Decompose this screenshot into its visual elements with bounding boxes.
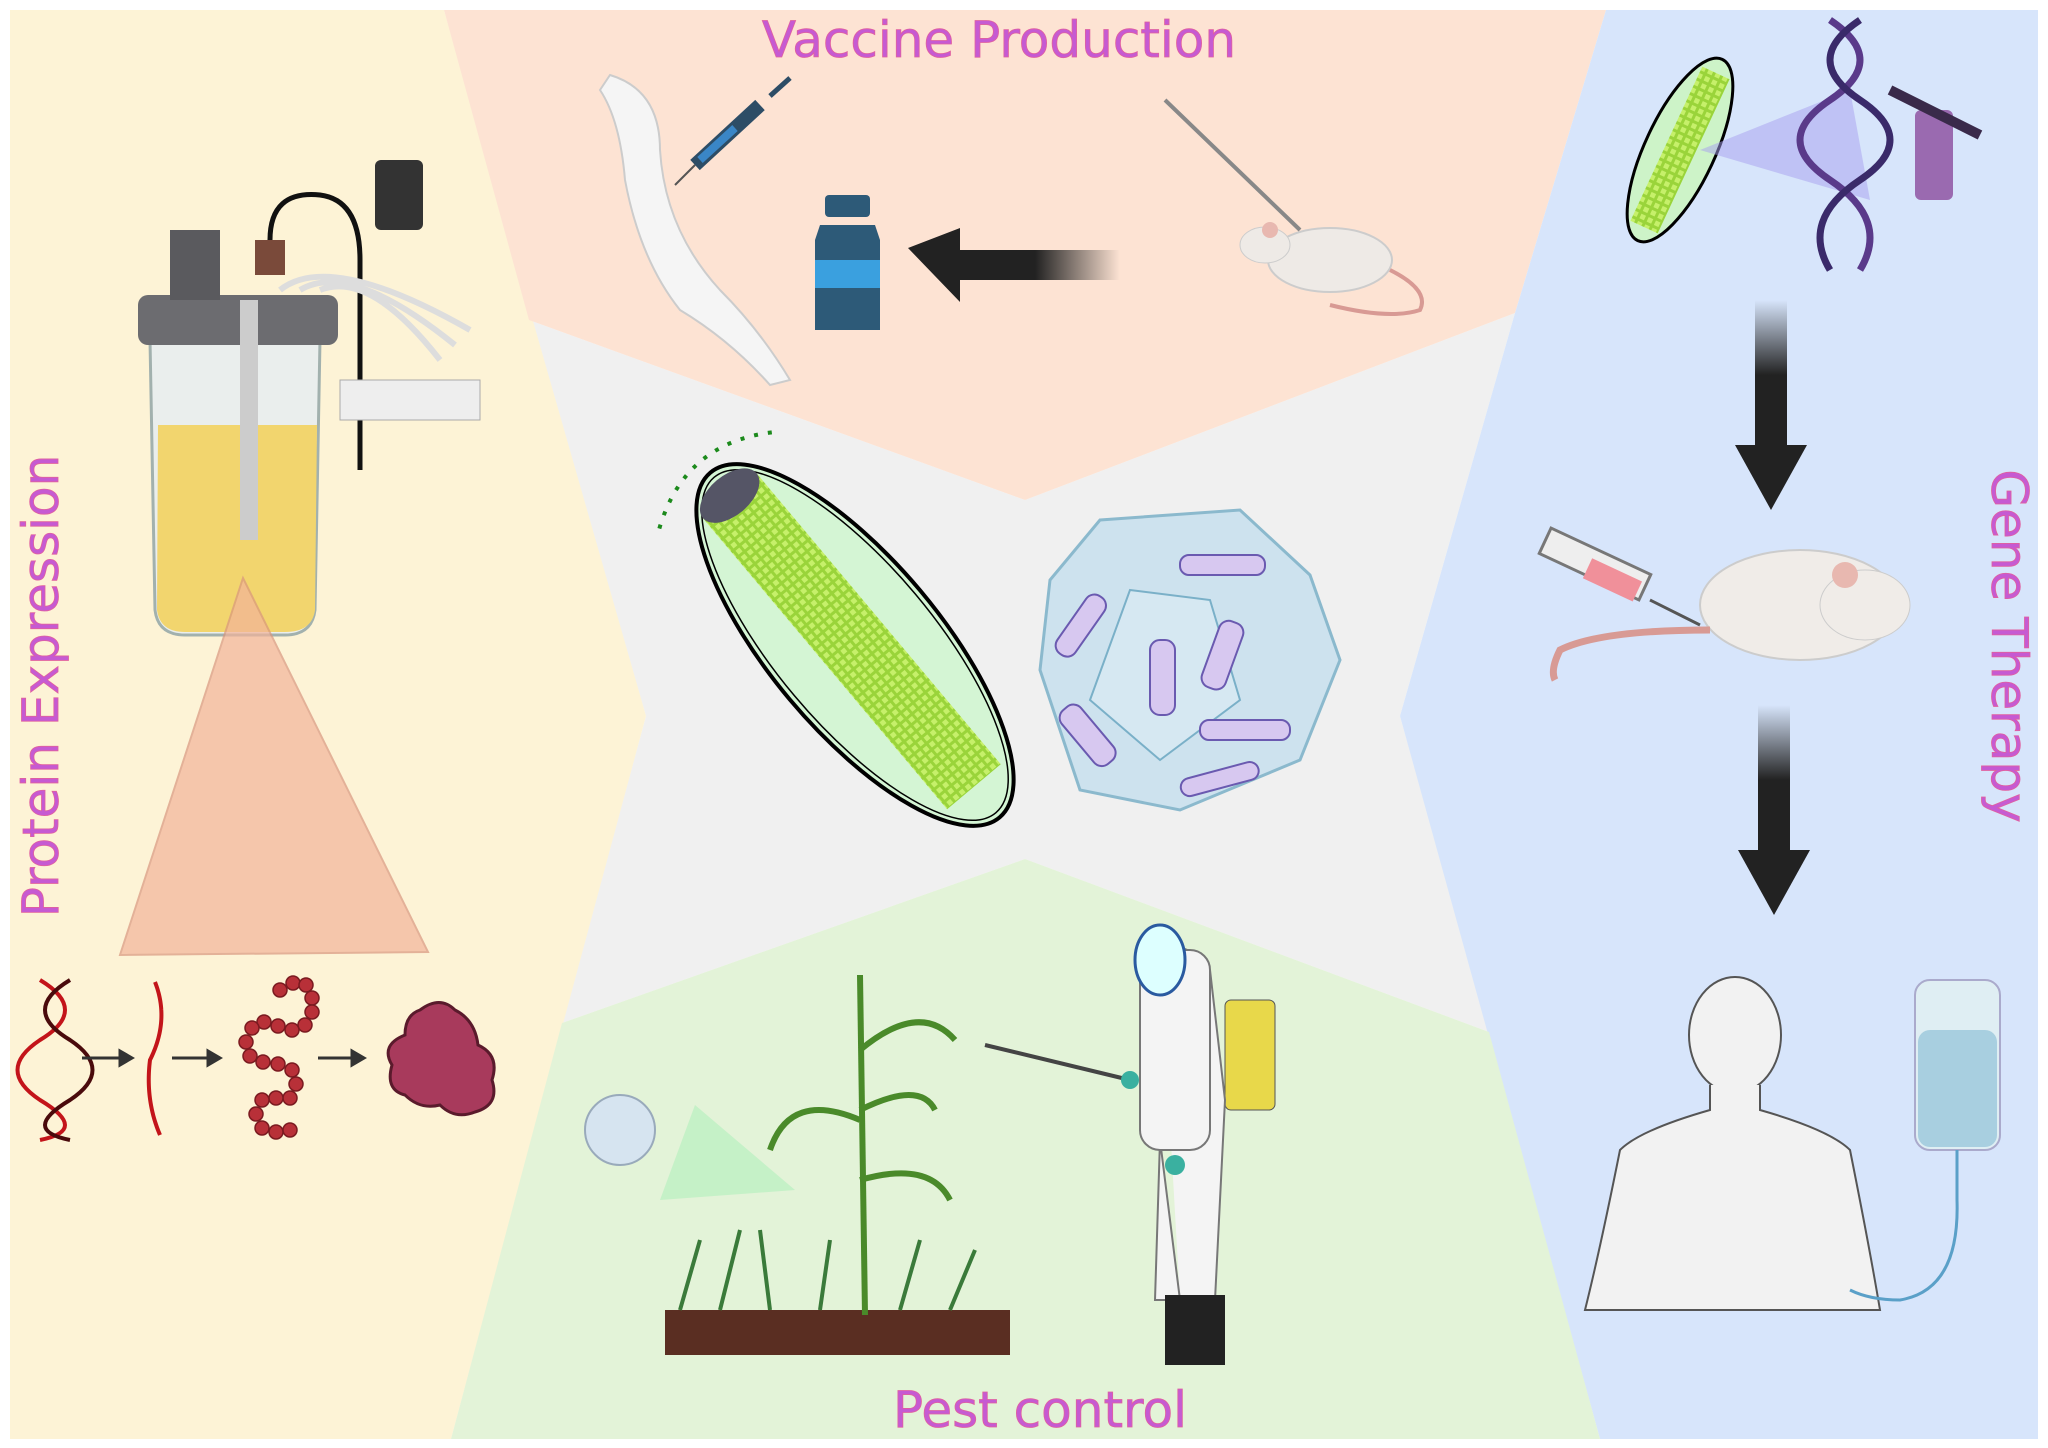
bioreactor-icon [138,160,481,637]
protein-expression-label: Protein Expression [12,455,70,918]
polyhedron-occlusion-body-icon [1038,508,1342,812]
sprayer-person-icon [984,923,1276,1365]
dna-icon [1796,17,1894,272]
arrow-icon [1735,445,1807,510]
virus-rod-icon [1625,56,1735,244]
gene-therapy-panel [1400,10,2038,1439]
mouse-icon [1163,98,1424,316]
soil [665,1310,1010,1355]
gene-therapy-label: Gene Therapy [1980,469,2038,822]
polyhedron-occlusion-body-icon [584,1094,656,1166]
arrow-icon [908,228,1120,302]
magnification-cone [660,1105,795,1200]
syringe-icon [674,76,792,186]
mrna-icon [146,981,164,1136]
magnification-beam [1700,90,1870,200]
magnification-cone [118,575,430,957]
mouse-icon [1549,549,1911,682]
polypeptide-icon [238,975,320,1140]
protein-icon [386,1001,496,1117]
hand-pen-icon [1887,85,1983,200]
pest-control-panel [451,859,1600,1439]
human-patient-icon [1583,976,1882,1311]
iv-bag-icon [1849,979,2001,1302]
arm-icon [598,73,792,387]
arrow-icon [1755,300,1787,450]
virus-rod-icon [657,430,1016,828]
syringe-icon [1537,526,1701,627]
arrow-icon [1738,850,1810,915]
pest-control-label: Pest control [893,1381,1187,1439]
dna-icon [15,978,95,1142]
vaccine-vial-icon [815,195,880,330]
vaccine-production-label: Vaccine Production [762,11,1236,69]
arrow-icon [82,1048,367,1068]
arrow-icon [1758,705,1790,855]
corn-plant-icon [678,974,977,1316]
